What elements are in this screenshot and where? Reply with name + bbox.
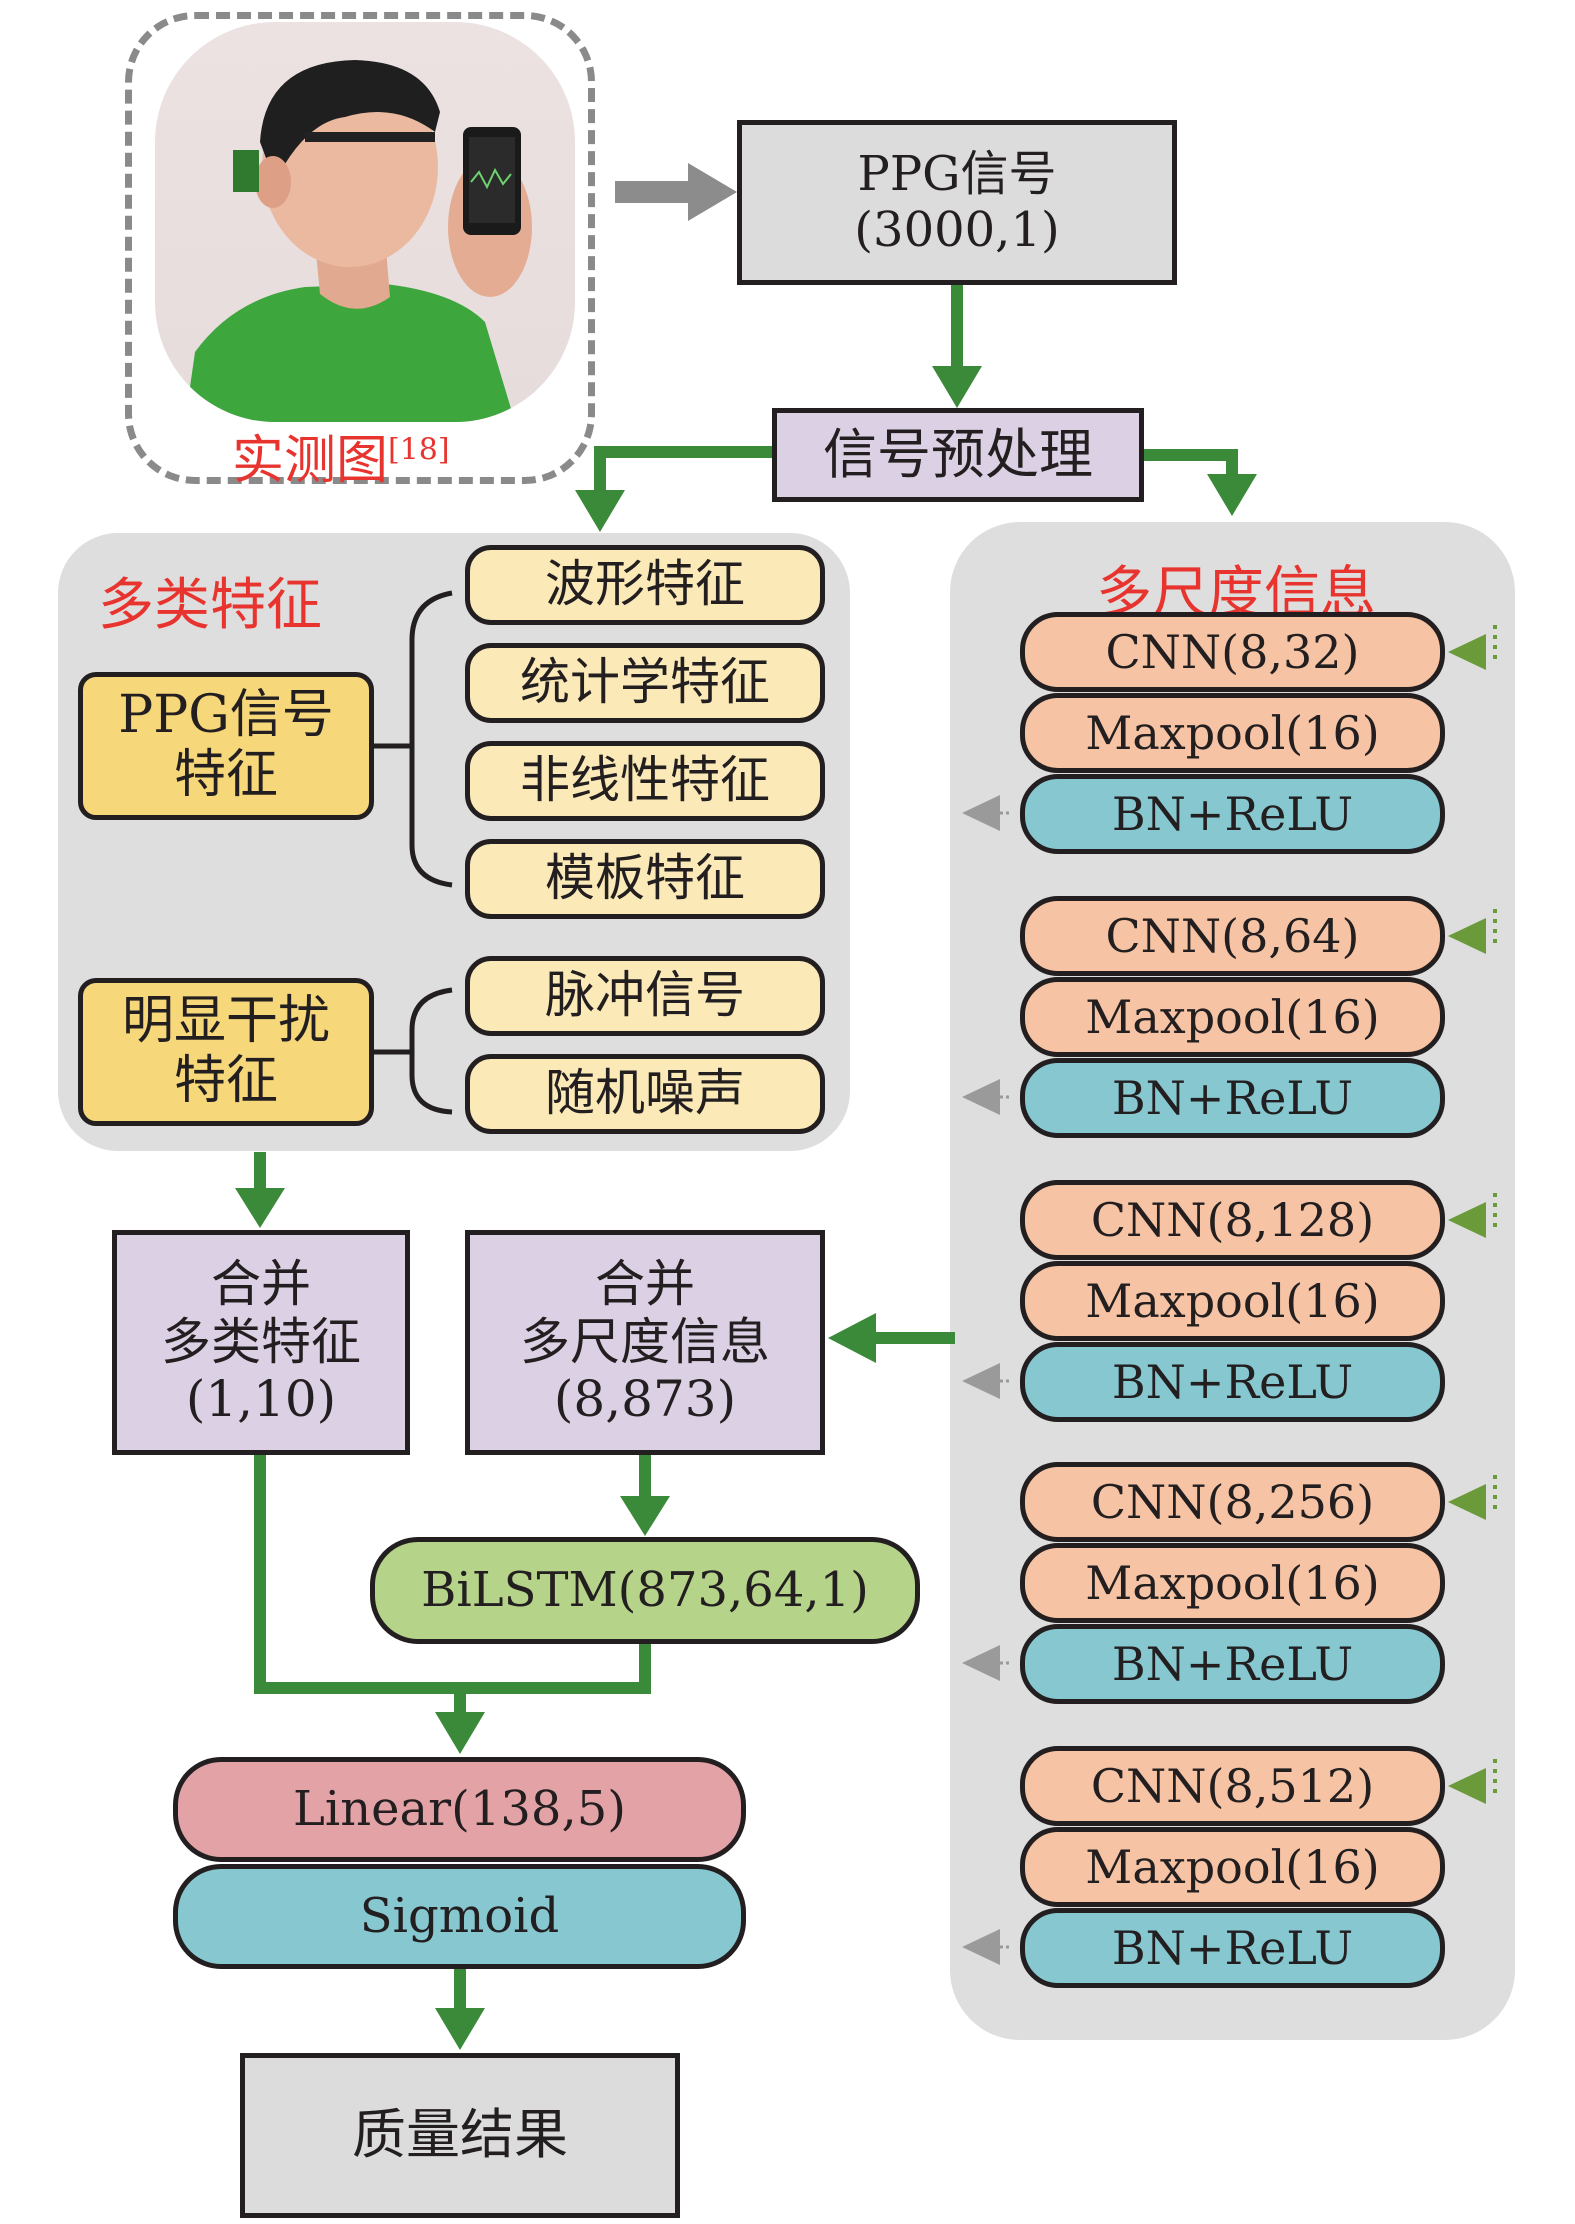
ppg-signal-title: PPG信号 [857, 146, 1057, 203]
bilstm-box: BiLSTM(873,64,1) [370, 1537, 920, 1644]
bn-relu-block-1: BN+ReLU [1020, 774, 1445, 854]
bn-relu-block-1-label: BN+ReLU [1111, 786, 1354, 841]
maxpool-block-1-label: Maxpool(16) [1085, 705, 1380, 760]
preprocess-to-features-line [594, 446, 772, 500]
photo-to-ppg-arrow-head [688, 163, 737, 221]
side-arrows-block-3 [962, 1193, 1497, 1399]
feature-template-label: 模板特征 [545, 849, 745, 908]
preprocess-to-features-head [575, 490, 625, 532]
bn-relu-block-4-label: BN+ReLU [1111, 1636, 1354, 1691]
result-box: 质量结果 [240, 2053, 680, 2218]
maxpool-block-1: Maxpool(16) [1020, 693, 1445, 773]
bn-relu-block-5: BN+ReLU [1020, 1908, 1445, 1988]
preprocess-label: 信号预处理 [823, 422, 1093, 486]
side-arrows-block-4 [962, 1475, 1497, 1681]
multiclass-title: 多类特征 [98, 573, 322, 638]
merge-features-box: 合并 多类特征 (1,10) [112, 1230, 410, 1455]
scales-to-merge-head [828, 1313, 876, 1363]
side-arrows-block-1 [962, 625, 1497, 831]
merge-scales-shape: (8,873) [553, 1370, 737, 1429]
cnn-block-4-label: CNN(8,256) [1090, 1474, 1375, 1529]
maxpool-block-5: Maxpool(16) [1020, 1827, 1445, 1907]
feature-random-noise: 随机噪声 [465, 1054, 825, 1134]
noise-feature-group-line2: 特征 [173, 1051, 278, 1111]
sigmoid-to-result-head [435, 2008, 485, 2050]
sigmoid-label: Sigmoid [359, 1887, 560, 1944]
maxpool-block-3: Maxpool(16) [1020, 1261, 1445, 1341]
photo-citation: [18] [388, 432, 450, 468]
person-illustration [185, 60, 532, 422]
feature-statistical: 统计学特征 [465, 643, 825, 723]
feature-random-noise-label: 随机噪声 [545, 1064, 745, 1123]
green-arrows [235, 163, 1257, 2050]
maxpool-block-4: Maxpool(16) [1020, 1543, 1445, 1623]
cnn-block-4: CNN(8,256) [1020, 1462, 1445, 1542]
photo-image [155, 22, 575, 422]
photo-caption: 实测图[18] [232, 418, 450, 493]
side-arrows-block-5 [962, 1759, 1497, 1965]
cnn-block-2: CNN(8,64) [1020, 896, 1445, 976]
merge-scales-line2: 多尺度信息 [520, 1312, 770, 1371]
ppg-feature-bracket [409, 590, 453, 888]
ppg-feature-group-line2: 特征 [173, 745, 278, 805]
noise-feature-group: 明显干扰 特征 [78, 978, 374, 1126]
feature-nonlinear-label: 非线性特征 [520, 751, 770, 810]
ppg-to-preprocess-head [932, 366, 982, 408]
preprocess-box: 信号预处理 [772, 408, 1144, 502]
merge-to-bilstm-head [620, 1496, 670, 1536]
result-label: 质量结果 [352, 2103, 568, 2167]
merge-features-line2: 多类特征 [161, 1312, 361, 1371]
maxpool-block-3-label: Maxpool(16) [1085, 1273, 1380, 1328]
cnn-block-3: CNN(8,128) [1020, 1180, 1445, 1260]
ppg-feature-group-line1: PPG信号 [118, 685, 334, 746]
merge-join-line [254, 1455, 651, 1694]
feature-pulse: 脉冲信号 [465, 956, 825, 1036]
cnn-block-1: CNN(8,32) [1020, 612, 1445, 692]
cnn-block-3-label: CNN(8,128) [1090, 1192, 1375, 1247]
feature-nonlinear: 非线性特征 [465, 741, 825, 821]
feature-waveform: 波形特征 [465, 545, 825, 625]
merge-scales-line1: 合并 [595, 1255, 695, 1314]
feature-template: 模板特征 [465, 839, 825, 919]
ppg-signal-box: PPG信号 (3000,1) [737, 120, 1177, 285]
bilstm-label: BiLSTM(873,64,1) [421, 1561, 869, 1618]
merge-features-shape: (1,10) [185, 1370, 337, 1429]
features-to-merge-head [235, 1188, 285, 1228]
photo-frame [125, 12, 595, 484]
linear-box: Linear(138,5) [173, 1757, 746, 1862]
maxpool-block-5-label: Maxpool(16) [1085, 1839, 1380, 1894]
noise-feature-group-line1: 明显干扰 [121, 991, 330, 1052]
feature-pulse-label: 脉冲信号 [545, 966, 745, 1025]
bn-relu-block-2-label: BN+ReLU [1111, 1070, 1354, 1125]
ppg-signal-shape: (3000,1) [854, 201, 1060, 258]
photo-caption-text: 实测图 [232, 431, 389, 491]
bn-relu-block-5-label: BN+ReLU [1111, 1920, 1354, 1975]
bn-relu-block-2: BN+ReLU [1020, 1058, 1445, 1138]
feature-waveform-label: 波形特征 [545, 555, 745, 614]
ppg-feature-group: PPG信号 特征 [78, 672, 374, 820]
merge-scales-box: 合并 多尺度信息 (8,873) [465, 1230, 825, 1455]
maxpool-block-4-label: Maxpool(16) [1085, 1555, 1380, 1610]
bn-relu-block-4: BN+ReLU [1020, 1624, 1445, 1704]
preprocess-to-scales-head [1207, 474, 1257, 516]
side-arrows-block-2 [962, 909, 1497, 1115]
preprocess-to-scales-line [1144, 449, 1238, 482]
brackets [374, 590, 453, 1115]
maxpool-block-2: Maxpool(16) [1020, 977, 1445, 1057]
noise-feature-bracket [409, 987, 453, 1115]
side-arrows [962, 625, 1497, 1965]
cnn-block-5: CNN(8,512) [1020, 1746, 1445, 1826]
cnn-block-2-label: CNN(8,64) [1105, 908, 1360, 963]
cnn-block-1-label: CNN(8,32) [1105, 624, 1360, 679]
join-to-linear-head [435, 1712, 485, 1754]
feature-statistical-label: 统计学特征 [520, 653, 770, 712]
sigmoid-box: Sigmoid [173, 1864, 746, 1969]
linear-label: Linear(138,5) [293, 1780, 626, 1837]
bn-relu-block-3-label: BN+ReLU [1111, 1354, 1354, 1409]
cnn-block-5-label: CNN(8,512) [1090, 1758, 1375, 1813]
maxpool-block-2-label: Maxpool(16) [1085, 989, 1380, 1044]
bn-relu-block-3: BN+ReLU [1020, 1342, 1445, 1422]
merge-features-line1: 合并 [211, 1255, 311, 1314]
